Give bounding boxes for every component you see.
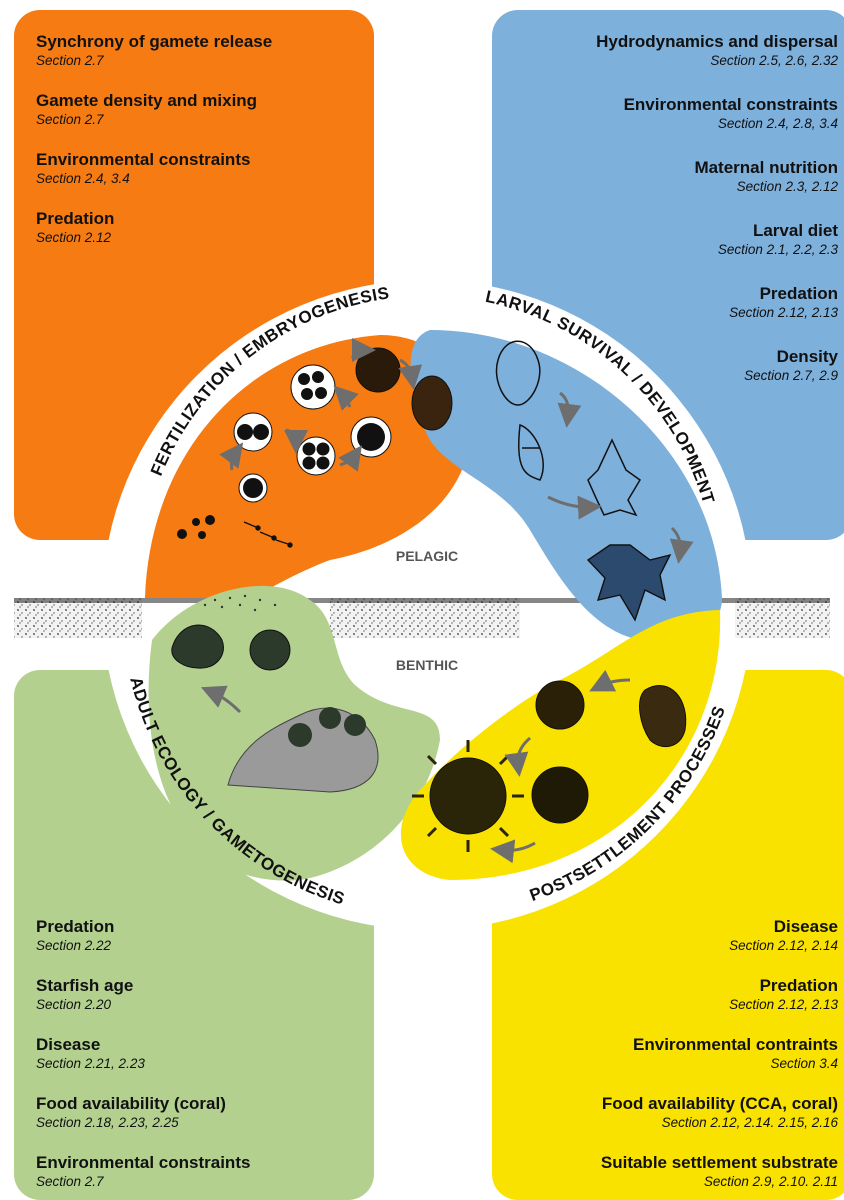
- cycle-arrows: [200, 338, 694, 864]
- factor-title: Environmental contraints: [633, 1035, 838, 1054]
- factor-title: Disease: [36, 1035, 101, 1054]
- factor-title: Food availability (coral): [36, 1094, 226, 1113]
- factor-title: Hydrodynamics and dispersal: [596, 32, 838, 51]
- sperm-illustration: [243, 521, 293, 548]
- factor-section-reference: Section 2.12, 2.14. 2.15, 2.16: [661, 1115, 838, 1130]
- factor-title: Predation: [759, 284, 838, 303]
- factor-section-reference: Section 2.4, 2.8, 3.4: [717, 116, 838, 131]
- factor-section-reference: Section 2.7, 2.9: [744, 368, 838, 383]
- adult-starfish-spawning-illustration: [171, 624, 291, 671]
- factor-section-reference: Section 2.18, 2.23, 2.25: [36, 1115, 179, 1130]
- factor-section-reference: Section 2.7: [36, 53, 104, 68]
- factor-section-reference: Section 2.9, 2.10. 2.11: [703, 1174, 838, 1189]
- factor-title: Synchrony of gamete release: [36, 32, 273, 51]
- settled-juvenile-illustration: [639, 685, 687, 748]
- factor-item: Food availability (CCA, coral) Section 2.…: [498, 1094, 838, 1131]
- factor-title: Environmental constraints: [623, 95, 838, 114]
- four-cell-embryo-illustration: [296, 436, 336, 476]
- factor-title: Environmental constraints: [36, 150, 251, 169]
- factor-title: Predation: [36, 209, 115, 228]
- factor-section-reference: Section 2.21, 2.23: [36, 1056, 145, 1071]
- spawning-cloud-illustration: [203, 594, 277, 612]
- factor-title: Food availability (CCA, coral): [601, 1094, 838, 1113]
- factor-section-reference: Section 2.12, 2.14: [729, 938, 838, 953]
- juvenile-crown-of-thorns-illustration: [412, 740, 524, 852]
- factor-section-reference: Section 2.12, 2.13: [729, 997, 838, 1012]
- factor-section-reference: Section 2.7: [36, 112, 104, 127]
- juvenile-starfish-illustration: [535, 680, 585, 730]
- factor-section-reference: Section 2.5, 2.6, 2.32: [710, 53, 838, 68]
- factor-title: Predation: [759, 976, 838, 995]
- zone-label-pelagic: PELAGIC: [396, 548, 458, 564]
- morula-illustration: [350, 416, 392, 458]
- factor-title: Density: [776, 347, 838, 366]
- zone-label-benthic: BENTHIC: [396, 657, 458, 673]
- gamete-eggs-illustration: [177, 515, 215, 539]
- two-cell-embryo-illustration: [233, 412, 273, 452]
- factor-section-reference: Section 2.1, 2.2, 2.3: [717, 242, 838, 257]
- factor-title: Environmental constraints: [36, 1153, 251, 1172]
- factor-title: Suitable settlement substrate: [600, 1153, 838, 1172]
- coral-reef-illustration: [227, 707, 379, 793]
- factor-section-reference: Section 3.4: [770, 1056, 838, 1071]
- factor-section-reference: Section 2.12: [36, 230, 112, 245]
- factor-title: Predation: [36, 917, 115, 936]
- factor-section-reference: Section 2.7: [36, 1174, 104, 1189]
- seafloor-band-right: [735, 598, 830, 638]
- factor-item: Food availability (coral) Section 2.18, 2…: [36, 1094, 366, 1131]
- seafloor-band-left: [14, 598, 142, 638]
- factor-section-reference: Section 2.22: [36, 938, 112, 953]
- brachiolaria-larva-illustration: [587, 438, 641, 517]
- factor-section-reference: Section 2.4, 3.4: [36, 171, 130, 186]
- factor-title: Starfish age: [36, 976, 134, 995]
- factor-section-reference: Section 2.3, 2.12: [736, 179, 838, 194]
- bipinnaria-larva-illustration: [495, 340, 544, 481]
- young-starfish-illustration: [531, 766, 589, 824]
- blastula-illustration: [355, 347, 401, 393]
- factor-title: Larval diet: [752, 221, 838, 240]
- gastrula-illustration: [411, 375, 453, 431]
- factor-title: Maternal nutrition: [694, 158, 838, 177]
- factor-title: Gamete density and mixing: [36, 91, 258, 110]
- seafloor-band-center: [330, 598, 520, 638]
- factor-section-reference: Section 2.20: [36, 997, 112, 1012]
- zygote-illustration: [238, 473, 268, 503]
- factor-section-reference: Section 2.12, 2.13: [729, 305, 838, 320]
- competent-larva-illustration: [586, 544, 672, 622]
- seafloor-line: [14, 598, 830, 603]
- factor-title: Disease: [773, 917, 838, 936]
- eight-cell-embryo-illustration: [290, 364, 336, 410]
